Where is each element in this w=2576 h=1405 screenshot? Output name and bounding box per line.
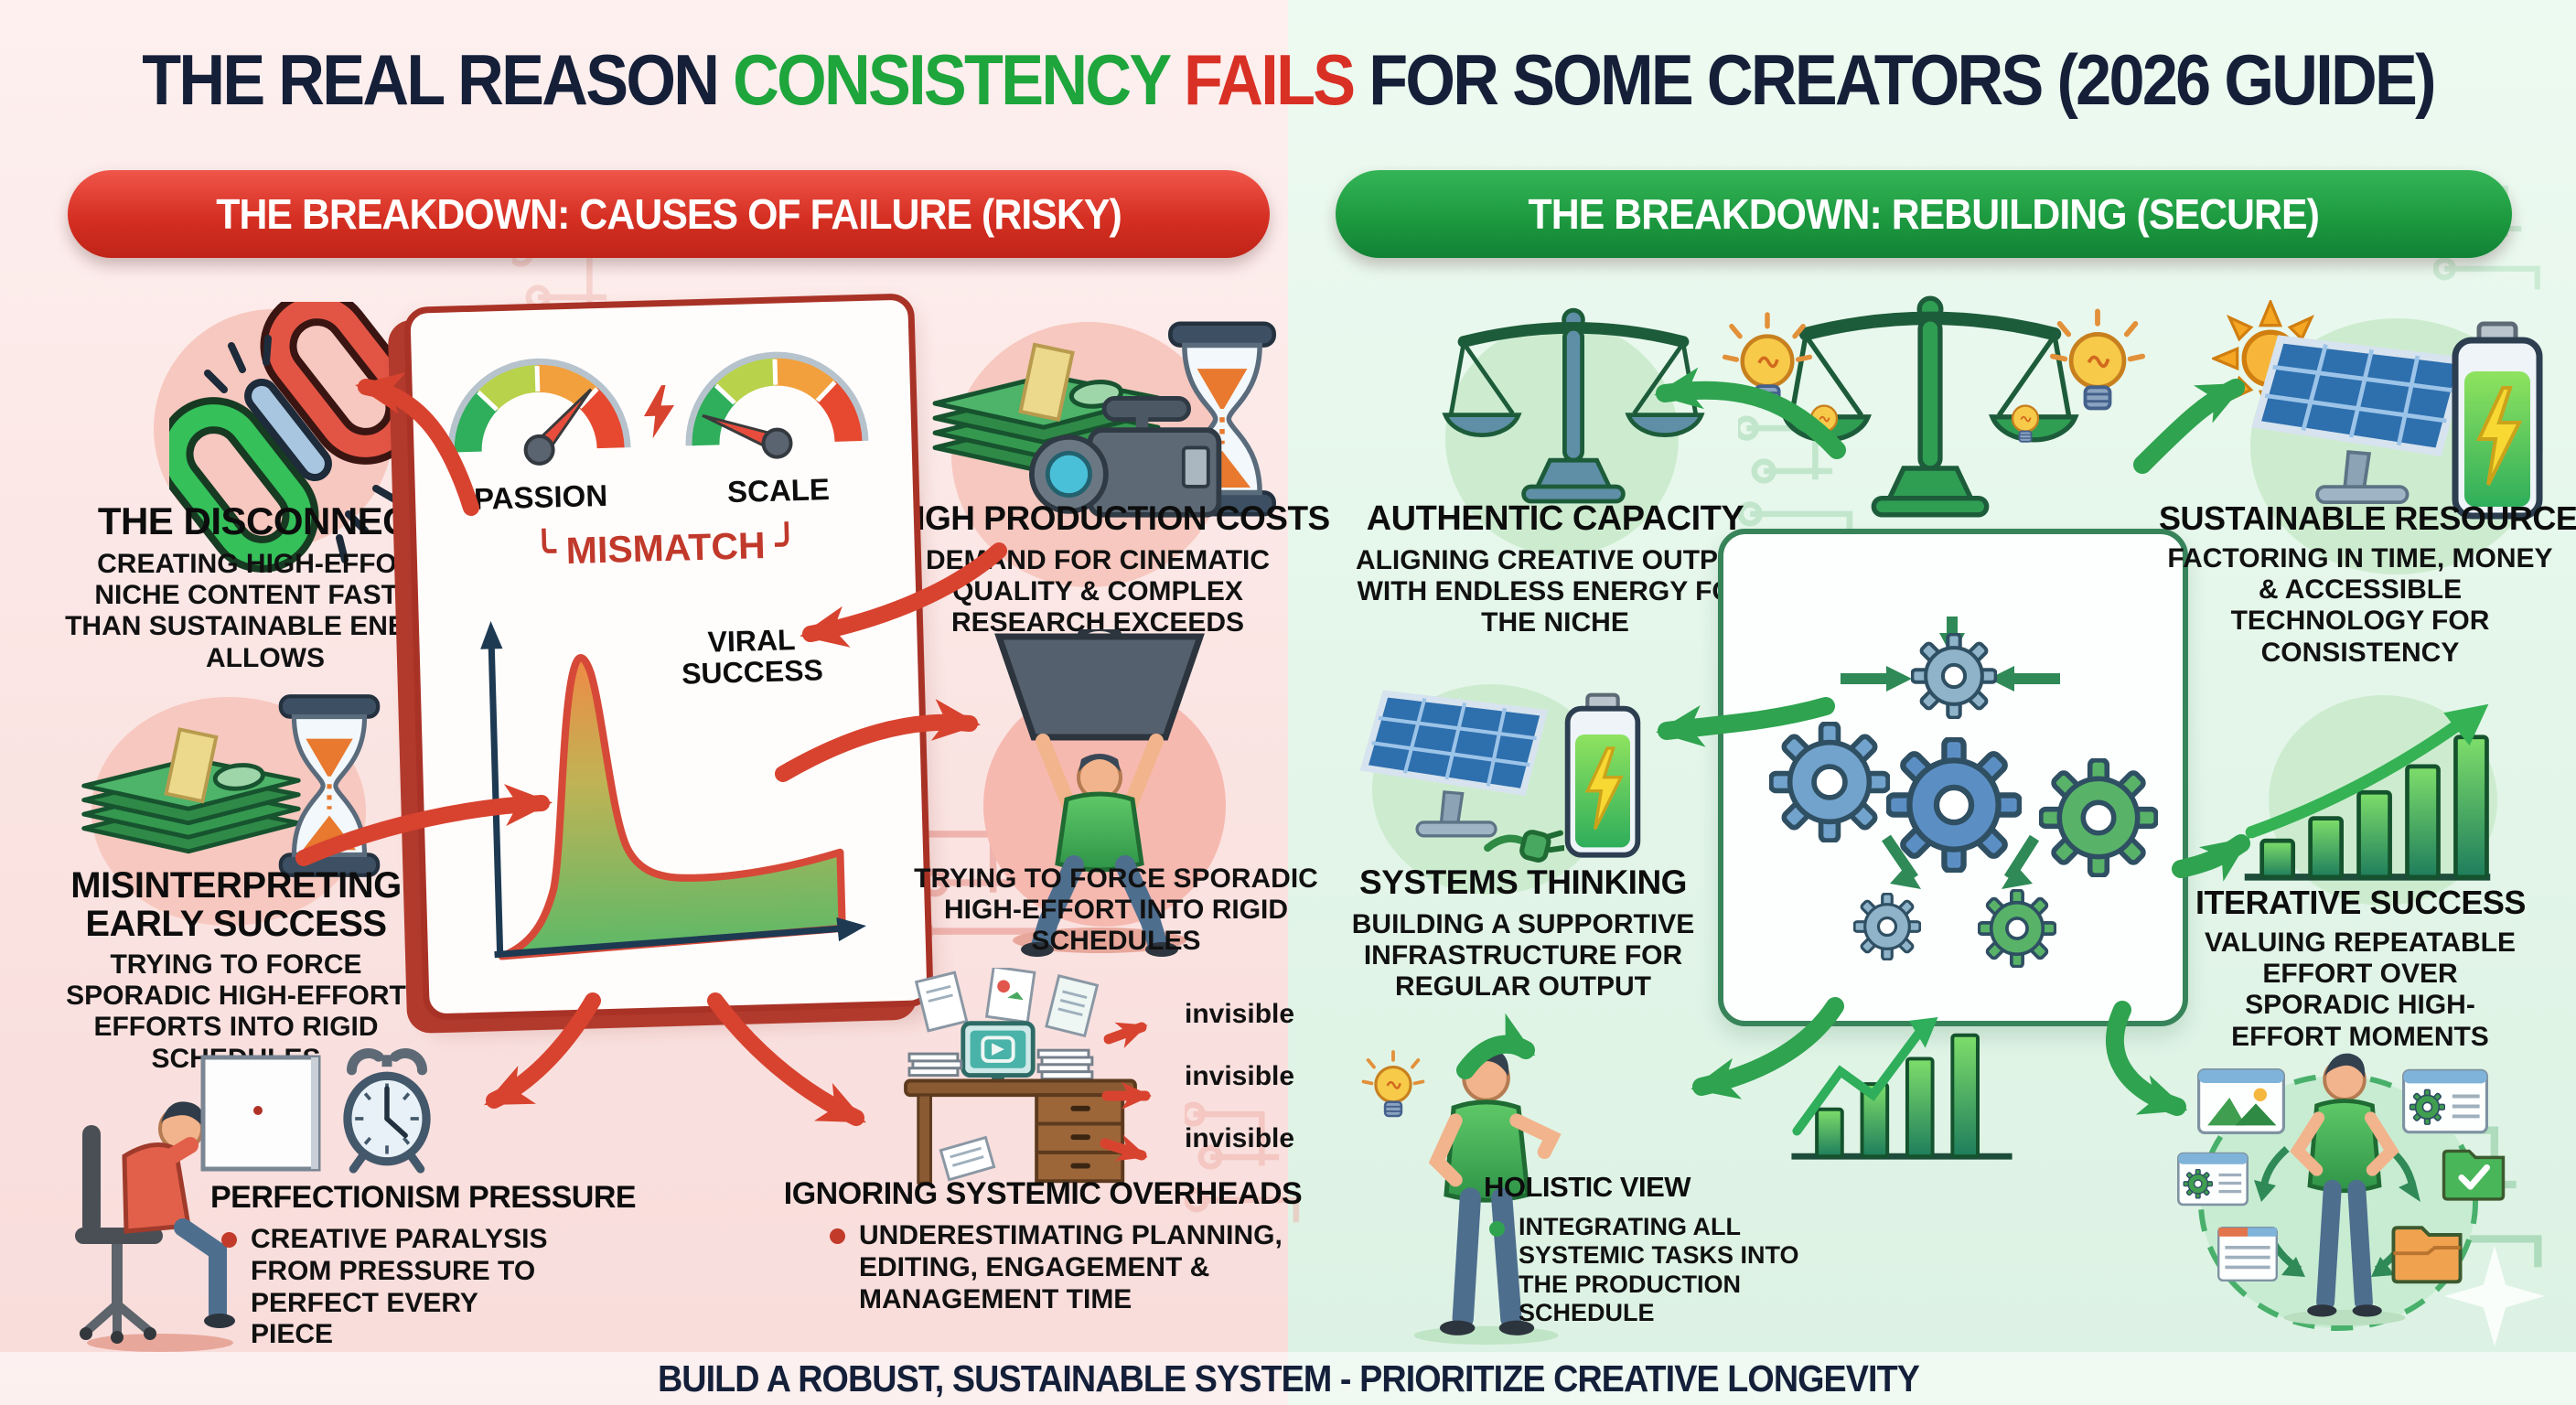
gear-window-icon [2402,1068,2488,1134]
holistic-title: HOLISTIC VIEW [1484,1171,1691,1203]
viral-success-label: VIRAL SUCCESS [681,623,824,691]
folder-icon [2391,1226,2463,1284]
hourglass-icon [274,686,384,885]
left-banner-label: THE BREAKDOWN: CAUSES OF FAILURE (RISKY) [216,190,1122,238]
bullet-dot [1489,1221,1505,1237]
title-fails: FAILS [1168,39,1369,120]
passion-gauge-icon [447,358,631,466]
lightbulb-icon [2049,307,2146,432]
battery-icon [1557,686,1648,865]
mismatch-bracket-right: ╯ [775,523,800,566]
image-window-icon [2197,1068,2285,1134]
holistic-desc-text: INTEGRATING ALL SYSTEMIC TASKS INTO THE … [1519,1213,1799,1326]
title-part1: THE REAL REASON [142,39,734,120]
cluttered-desk-icon [904,968,1137,1192]
overheads-title: IGNORING SYSTEMIC OVERHEADS [783,1176,1303,1211]
bullet-dot [830,1228,845,1244]
gears-card [1718,529,2188,1026]
authentic-blob [1445,322,1679,555]
mismatch-label: ╰ MISMATCH ╯ [416,519,915,576]
footer-text: BUILD A ROBUST, SUSTAINABLE SYSTEM - PRI… [657,1357,1919,1400]
invisible-label-3: invisible [1185,1123,1295,1153]
right-section-banner: THE BREAKDOWN: REBUILDING (SECURE) [1336,170,2512,258]
mismatch-bracket-left: ╰ [532,530,557,574]
lightbulb-icon [2011,404,2040,443]
iterative-desc: VALUING REPEATABLE EFFORT OVER SPORADIC … [2204,928,2516,1052]
perfectionism-title: PERFECTIONISM PRESSURE [210,1180,637,1215]
sustainable-desc: FACTORING IN TIME, MONEY & ACCESSIBLE TE… [2167,543,2553,668]
disconnect-title: THE DISCONNECT [97,499,434,542]
title-consistency: CONSISTENCY [733,39,1171,120]
mismatch-card: PASSION SCALE ╰ MISMATCH ╯ VIRAL SUCCESS [403,293,934,1021]
sparkle-icon [2444,1246,2545,1346]
left-section-banner: THE BREAKDOWN: CAUSES OF FAILURE (RISKY) [68,170,1270,258]
lightning-bolt-icon [643,384,675,439]
mismatch-text: MISMATCH [565,524,767,573]
growth-bars-arrow-icon [2234,701,2501,891]
disconnect-desc: CREATING HIGH-EFFORT NICHE CONTENT FASTE… [65,549,466,673]
lightbulb-icon [1722,311,1813,428]
balance-scale-icon [1413,304,1733,523]
title-part2: FOR SOME CREATORS (2026 GUIDE) [1368,39,2436,120]
check-folder-icon [2442,1149,2506,1201]
iterative-title: ITERATIVE SUCCESS [2195,884,2526,921]
gear-window-icon [2177,1151,2249,1207]
page-title: THE REAL REASON CONSISTENCY FAILS FOR SO… [0,38,2576,122]
money-stack-icon [75,706,306,869]
scale-gauge-icon [685,351,869,459]
systems-title: SYSTEMS THINKING [1359,863,1687,901]
alarm-clock-icon [337,1039,437,1178]
production-title: HIGH PRODUCTION COSTS [892,499,1330,537]
blank-canvas-icon [200,1055,321,1172]
misinterpreting-title: MISINTERPRETING EARLY SUCCESS [70,865,402,944]
force-schedules-desc: TRYING TO FORCE SPORADIC HIGH-EFFORT INT… [914,863,1318,957]
sustainable-title: SUSTAINABLE RESOURCES [2159,499,2576,537]
document-window-icon [2217,1226,2278,1282]
holistic-desc: INTEGRATING ALL SYSTEMIC TASKS INTO THE … [1487,1213,1830,1327]
battery-icon [2442,313,2552,529]
scale-gauge-label: SCALE [726,472,831,509]
authentic-desc: ALIGNING CREATIVE OUTPUT WITH ENDLESS EN… [1355,545,1755,638]
authentic-title: AUTHENTIC CAPACITY [1366,499,1744,538]
systems-desc: BUILDING A SUPPORTIVE INFRASTRUCTURE FOR… [1351,909,1695,1003]
invisible-label-2: invisible [1185,1061,1295,1091]
passion-gauge-label: PASSION [473,477,608,516]
footer-banner: BUILD A ROBUST, SUSTAINABLE SYSTEM - PRI… [0,1352,2576,1405]
invisible-label-1: invisible [1185,999,1295,1029]
overheads-desc: UNDERESTIMATING PLANNING, EDITING, ENGAG… [828,1220,1298,1315]
gears-flow-icon [1723,617,2181,968]
misinterpreting-desc: TRYING TO FORCE SPORADIC HIGH-EFFORT EFF… [66,949,406,1074]
perfectionism-desc: CREATIVE PARALYSIS FROM PRESSURE TO PERF… [220,1224,562,1351]
overheads-desc-text: UNDERESTIMATING PLANNING, EDITING, ENGAG… [859,1220,1283,1314]
standing-creator-icon [2275,1045,2414,1330]
bullet-dot [221,1232,237,1248]
perfectionism-desc-text: CREATIVE PARALYSIS FROM PRESSURE TO PERF… [251,1224,548,1350]
holistic-chart-icon [1784,1015,2020,1169]
right-banner-label: THE BREAKDOWN: REBUILDING (SECURE) [1528,190,2320,238]
